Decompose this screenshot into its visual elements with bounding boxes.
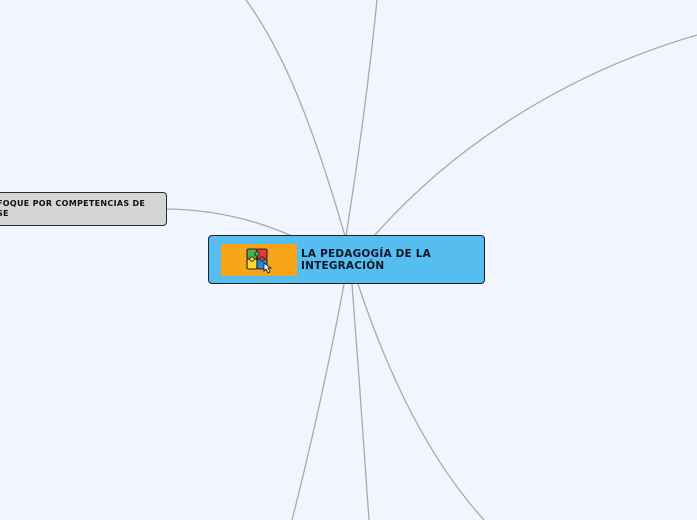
- connector-top-right: [373, 34, 697, 237]
- puzzle-pieces-icon: [246, 248, 273, 274]
- central-topic-icon-box: [221, 244, 297, 276]
- connector-top-left: [245, 0, 346, 237]
- connector-bottom-center: [351, 283, 370, 520]
- branch-label: FOQUE POR COMPETENCIAS DE SE: [0, 199, 146, 218]
- connector-top-center: [345, 0, 378, 237]
- connector-bottom-right: [357, 283, 485, 520]
- central-topic-node[interactable]: LA PEDAGOGÍA DE LA INTEGRACIÓN: [208, 235, 485, 284]
- connector-bottom-left: [291, 283, 345, 520]
- connector-left-branch: [166, 208, 293, 237]
- central-topic-label: LA PEDAGOGÍA DE LA INTEGRACIÓN: [301, 248, 431, 272]
- branch-node-competencias[interactable]: FOQUE POR COMPETENCIAS DE SE: [0, 192, 167, 226]
